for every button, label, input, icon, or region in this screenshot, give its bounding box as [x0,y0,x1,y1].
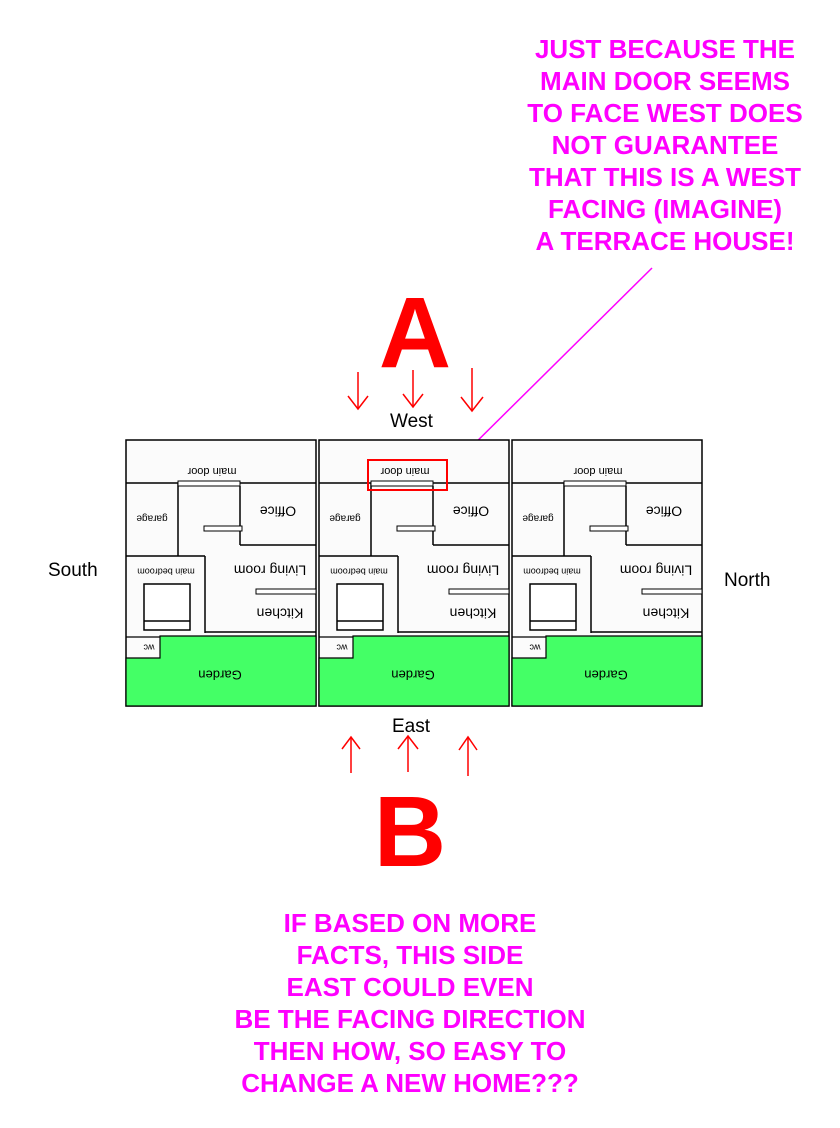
garage-label: garage [136,512,168,523]
top-annotation-line: TO FACE WEST DOES [527,98,803,128]
direction-east: East [392,716,431,737]
main-door-highlight [367,459,448,491]
pointer-line [445,267,653,473]
top-annotation-line: NOT GUARANTEE [551,130,779,160]
garden-label: Garden [198,668,241,683]
office-label: Office [646,503,683,519]
office-label: Office [260,503,297,519]
bottom-annotation-line: FACTS, THIS SIDE [296,940,524,970]
living-room-label: Living room [620,562,692,578]
top-annotation-line: THAT THIS IS A WEST [528,162,802,192]
living-room-label: Living room [234,562,306,578]
main-door-label: main door [187,465,236,477]
top-annotation-line: MAIN DOOR SEEMS [540,66,790,96]
main-door-swing [563,480,627,487]
main-bedroom-label: main bedroom [523,567,581,577]
top-annotation: JUST BECAUSE THE MAIN DOOR SEEMS TO FACE… [500,33,830,257]
main-door-label: main door [380,465,429,477]
main-door-swing [370,480,434,487]
bottom-annotation-line: THEN HOW, SO EASY TO [253,1036,567,1066]
garden-area [511,635,703,707]
garden-area [318,635,510,707]
direction-north: North [724,570,771,591]
wc-label: wc [143,643,155,653]
garden-label: Garden [391,668,434,683]
arrow-down-icon [460,368,484,413]
bottom-annotation-line: EAST COULD EVEN [286,972,534,1002]
direction-south: South [48,560,98,581]
main-bedroom-label: main bedroom [330,567,388,577]
kitchen-label: Kitchen [643,605,690,621]
wc-label: wc [529,643,541,653]
door [396,525,436,532]
label-b: B [373,776,447,888]
bed [529,583,577,631]
door [448,588,510,595]
garden-area [125,635,317,707]
bottom-annotation-line: IF BASED ON MORE [283,908,537,938]
bottom-annotation-line: CHANGE A NEW HOME??? [241,1068,579,1098]
top-annotation-line: FACING (IMAGINE) [548,194,782,224]
bed [143,583,191,631]
door [641,588,703,595]
garage-label: garage [522,512,554,523]
arrow-down-icon [402,370,424,409]
label-a: A [378,277,452,389]
main-door-swing [177,480,241,487]
arrows-up-group [341,734,478,776]
office-label: Office [453,503,490,519]
living-room-label: Living room [427,562,499,578]
garage-label: garage [329,512,361,523]
arrow-down-icon [347,372,369,411]
bottom-annotation-line: BE THE FACING DIRECTION [234,1004,586,1034]
main-bedroom-label: main bedroom [137,567,195,577]
bottom-annotation: IF BASED ON MORE FACTS, THIS SIDE EAST C… [200,907,620,1099]
kitchen-label: Kitchen [450,605,497,621]
main-door-label: main door [573,465,622,477]
top-annotation-line: JUST BECAUSE THE [534,34,796,64]
arrow-up-icon [397,734,419,772]
direction-west: West [390,411,433,432]
door [589,525,629,532]
wc-label: wc [336,643,348,653]
door [255,588,317,595]
arrow-up-icon [341,735,361,773]
door [203,525,243,532]
bed [336,583,384,631]
arrows-down-group [347,368,484,413]
kitchen-label: Kitchen [257,605,304,621]
top-annotation-line: A TERRACE HOUSE! [535,226,795,256]
arrow-up-icon [458,735,478,776]
garden-label: Garden [584,668,627,683]
